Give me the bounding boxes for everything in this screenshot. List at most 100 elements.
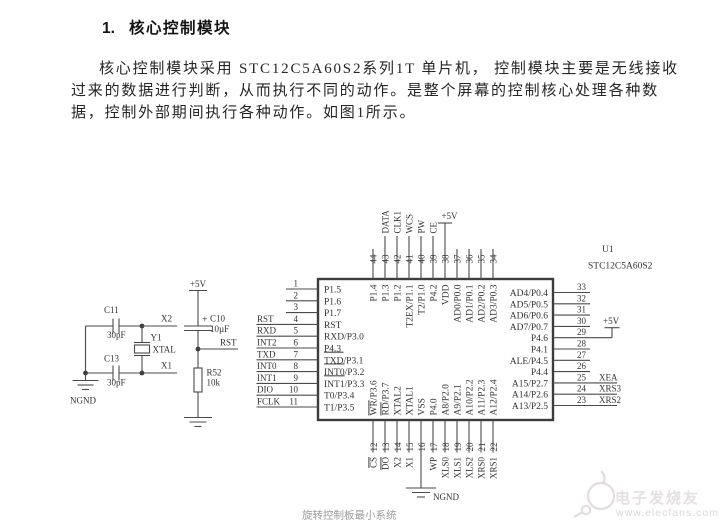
pin-6-net-label: INT2 [257,338,277,348]
pin-15-inner-group: XTAL1 [406,386,416,416]
pin-43-net-group: DATA [381,210,391,234]
pin-37-number: 37 [453,254,463,264]
pin-24-net-label: XRS3 [599,384,622,394]
pin-6-number: 6 [294,338,299,348]
pin-36-inner-label: AD1/P0.1 [466,284,476,323]
pin-40-net-label: PW [417,219,427,233]
pin-39-net-label: CE [429,221,439,233]
pin-37-inner-label: AD0/P0.0 [454,284,464,323]
pin-12-number: 12 [369,443,379,452]
pin-34-inner-group: AD3/P0.3 [490,284,500,323]
pin-37-inner-group: AD0/P0.0 [454,284,464,323]
pin-21-number: 21 [477,443,487,452]
pin-32-inner-label: AD5/P0.5 [510,300,549,310]
pin-24-inner-label: A14/P2.6 [512,391,548,401]
pin-41-net-group: WCS [405,214,415,234]
pin-13-net-label: DO [381,457,391,470]
pin-14-net-label: X2 [393,457,403,468]
pin-25-net-label: XEA [599,372,618,382]
pin-21-net-group: XRS0 [477,457,487,480]
pin-38-inner-group: VDD [442,284,452,305]
section-number: 1. [102,20,115,37]
pin-35-inner-group: AD2/P0.2 [478,284,488,323]
pin-17-inner-group: P4.0 [430,398,440,415]
pin-17-number-group: 17 [429,442,439,452]
pin-12-inner-label: WR/P3.6 [370,380,380,415]
pin-11-net-label: FCLK [257,397,281,407]
pin-29-number: 29 [577,327,587,337]
power-branch: +5V + C10 10µF RST R52 10k [184,279,238,428]
c10-polarity: + [202,315,208,326]
pin-42-number-group: 42 [393,255,403,264]
pin-41-inner-group: T2EX/P1.1 [406,284,416,327]
pin-36-number-group: 36 [465,254,475,264]
pin-22-number-group: 22 [489,443,499,452]
pin-16-inner-group: VSS [418,398,428,415]
pin-10-number: 10 [289,385,299,395]
pin-31-inner-label: AD6/P0.6 [510,312,549,322]
pin-39-inner-group: P4.2 [430,284,440,301]
pin-44-number-group: 44 [369,254,379,264]
pin-44-inner-group: P1.4 [370,284,380,301]
pin-30-number: 30 [577,316,587,326]
resistor-r52 [193,367,203,393]
power-label: +5V [603,316,620,326]
pin-34-number-group: 34 [489,254,499,264]
pin-20-net-label: XLS2 [465,457,475,479]
chip-partnumber: STC12C5A60S2 [588,262,653,272]
figure-caption: 旋转控制板最小系统 [302,509,397,522]
pin-40-number: 40 [417,254,427,264]
pin-23-number: 23 [577,395,587,405]
paragraph-line: 据，控制外部期间执行各种动作。如图1所示。 [71,105,417,121]
power-label: +5V [190,279,207,289]
pin-15-number: 15 [405,442,415,452]
pin-11-inner-label: T1/P3.5 [324,404,355,414]
pin-16-number: 16 [417,442,427,452]
pin-15-inner-label: XTAL1 [406,386,416,416]
pin-10-net-label: DIO [257,385,273,395]
junction-dot [83,370,88,376]
pin-44-number: 44 [369,254,379,264]
pin-34-number: 34 [489,254,499,264]
pin-27-number: 27 [577,350,587,360]
pin-28-number: 28 [577,339,587,349]
pin-7-number: 7 [294,349,299,359]
pin-24-number: 24 [577,384,587,394]
c11-ref: C11 [104,305,119,315]
pin-18-net-group: XLS0 [441,457,451,479]
pin-19-number-group: 19 [453,442,463,452]
pin-26-inner-label: P4.4 [531,368,548,378]
pin-9-net-label: INT1 [257,373,277,383]
pin-21-number-group: 21 [477,443,487,452]
pin-40-inner-group: T2/P1.0 [418,284,428,315]
ground-label: NGND [433,492,459,502]
c11-value: 30pF [107,330,126,340]
pin-14-number-group: 14 [393,442,403,452]
c13-ref: C13 [104,354,120,364]
pin-13-number: 13 [381,442,391,452]
watermark-brand: 电子发烧友 [615,489,700,507]
pin-8-net-label: INT0 [257,361,277,371]
pin-14-inner-label: XTAL2 [394,386,404,416]
pin-20-net-group: XLS2 [465,457,475,479]
pin-18-inner-group: A8/P2.0 [442,384,452,416]
pin-16-number-group: 16 [417,442,427,452]
pin-39-number-group: 39 [429,254,439,264]
pin-7-inner-label: TXD/P3.1 [324,356,364,366]
chip-refdes: U1 [602,245,614,255]
pin-11-number: 11 [289,397,298,407]
pin-41-number-group: 41 [405,255,415,264]
pin-13-net-group: DO [380,457,391,470]
watermark-logo [580,504,592,516]
ground-label: NGND [70,396,96,406]
pin-20-number: 20 [465,442,475,452]
pin-43-inner-group: P1.3 [382,284,392,301]
pin-1-number: 1 [294,279,299,289]
pin-13-inner-label: RD/P3.7 [382,382,392,415]
pin-4-inner-label: RST [324,321,342,331]
pin-35-inner-label: AD2/P0.2 [478,284,488,323]
pin-34-inner-label: AD3/P0.3 [490,284,500,323]
pin-22-inner-group: A12/P2.4 [490,379,500,415]
c10-ref: C10 [210,314,226,324]
pin-42-number: 42 [393,255,403,264]
